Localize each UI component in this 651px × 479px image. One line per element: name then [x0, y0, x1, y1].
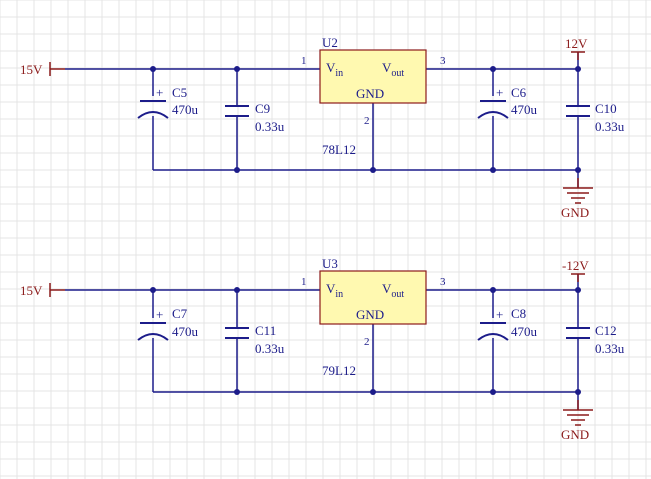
output-net-label: -12V — [562, 258, 589, 273]
pin-number-in: 1 — [301, 55, 307, 67]
regulator-stage-positive: 15V 12V GND U2 Vin Vout GND 1 3 2 78 — [20, 35, 625, 220]
junction-dot — [575, 287, 581, 293]
regulator-ref: U3 — [322, 256, 338, 271]
capacitor-value: 0.33u — [255, 341, 285, 356]
electrolytic-capacitor[interactable]: + C8 470u — [477, 306, 538, 341]
capacitor-value: 0.33u — [255, 119, 285, 134]
junction-dot — [370, 389, 376, 395]
junction-dot — [490, 66, 496, 72]
pin-number-out: 3 — [440, 55, 446, 67]
junction-dot — [150, 287, 156, 293]
shape — [477, 333, 509, 341]
polarity-mark: + — [156, 85, 163, 100]
junction-dot — [575, 167, 581, 173]
gnd-pin-label: GND — [356, 86, 384, 101]
text: V — [326, 281, 336, 296]
capacitor-value: 470u — [172, 102, 199, 117]
output-power-port: 12V — [565, 36, 588, 60]
shape — [137, 333, 169, 341]
input-net-label: 15V — [20, 283, 43, 298]
shape — [477, 111, 509, 119]
capacitor-ref: C9 — [255, 101, 270, 116]
electrolytic-capacitor[interactable]: + C5 470u — [137, 85, 199, 119]
ceramic-capacitor[interactable]: C9 0.33u — [225, 101, 285, 134]
text: out — [391, 68, 404, 79]
regulator-stage-negative: 15V -12V GND U3 Vin Vout GND 1 3 2 79L12 — [20, 256, 625, 442]
input-net-label: 15V — [20, 62, 43, 77]
capacitor-ref: C11 — [255, 323, 276, 338]
shape — [319, 49, 427, 104]
capacitor-ref: C5 — [172, 85, 187, 100]
ground-net-label: GND — [561, 205, 589, 220]
pin-number-in: 1 — [301, 276, 307, 288]
capacitor-ref: C10 — [595, 101, 617, 116]
pin-number-gnd: 2 — [364, 115, 370, 127]
junction-dot — [234, 66, 240, 72]
ceramic-capacitor[interactable]: C10 0.33u — [566, 101, 625, 134]
capacitor-ref: C12 — [595, 323, 617, 338]
output-net-label: 12V — [565, 36, 588, 51]
output-power-port: -12V — [562, 258, 589, 282]
regulator-part-number: 78L12 — [322, 142, 356, 157]
junction-dot — [234, 287, 240, 293]
vin-pin-label: Vin — [326, 281, 343, 300]
capacitor-ref: C7 — [172, 306, 188, 321]
shape — [137, 111, 169, 119]
junction-dot — [490, 167, 496, 173]
polarity-mark: + — [496, 85, 503, 100]
capacitor-value: 470u — [172, 324, 199, 339]
capacitor-ref: C8 — [511, 306, 526, 321]
pin-number-out: 3 — [440, 276, 446, 288]
capacitor-ref: C6 — [511, 85, 527, 100]
junction-dot — [150, 66, 156, 72]
ground-symbol: GND — [561, 400, 593, 442]
vout-pin-label: Vout — [382, 281, 404, 300]
text: in — [335, 68, 343, 79]
ground-net-label: GND — [561, 427, 589, 442]
polarity-mark: + — [156, 307, 163, 322]
regulator-ref: U2 — [322, 35, 338, 50]
electrolytic-capacitor[interactable]: + C6 470u — [477, 85, 538, 119]
junction-dot — [490, 389, 496, 395]
junction-dot — [575, 389, 581, 395]
text: V — [382, 281, 392, 296]
junction-dot — [370, 167, 376, 173]
text: out — [391, 289, 404, 300]
junction-dot — [234, 389, 240, 395]
input-power-port: 15V — [20, 283, 65, 298]
capacitor-value: 0.33u — [595, 119, 625, 134]
shape — [319, 270, 427, 325]
pin-number-gnd: 2 — [364, 336, 370, 348]
capacitor-value: 0.33u — [595, 341, 625, 356]
vin-pin-label: Vin — [326, 60, 343, 79]
polarity-mark: + — [496, 307, 503, 322]
regulator-part-number: 79L12 — [322, 363, 356, 378]
voltage-regulator[interactable]: U2 Vin Vout GND 1 3 2 78L12 — [301, 35, 446, 157]
text: V — [382, 60, 392, 75]
junction-dot — [490, 287, 496, 293]
gnd-pin-label: GND — [356, 307, 384, 322]
text: V — [326, 60, 336, 75]
junction-dot — [234, 167, 240, 173]
voltage-regulator[interactable]: U3 Vin Vout GND 1 3 2 79L12 — [301, 256, 446, 378]
text: in — [335, 289, 343, 300]
capacitor-value: 470u — [511, 324, 538, 339]
electrolytic-capacitor[interactable]: + C7 470u — [137, 306, 199, 341]
vout-pin-label: Vout — [382, 60, 404, 79]
ceramic-capacitor[interactable]: C11 0.33u — [225, 323, 285, 356]
ground-symbol: GND — [561, 178, 593, 220]
capacitor-value: 470u — [511, 102, 538, 117]
input-power-port: 15V — [20, 62, 65, 77]
ceramic-capacitor[interactable]: C12 0.33u — [566, 323, 625, 356]
junction-dot — [575, 66, 581, 72]
